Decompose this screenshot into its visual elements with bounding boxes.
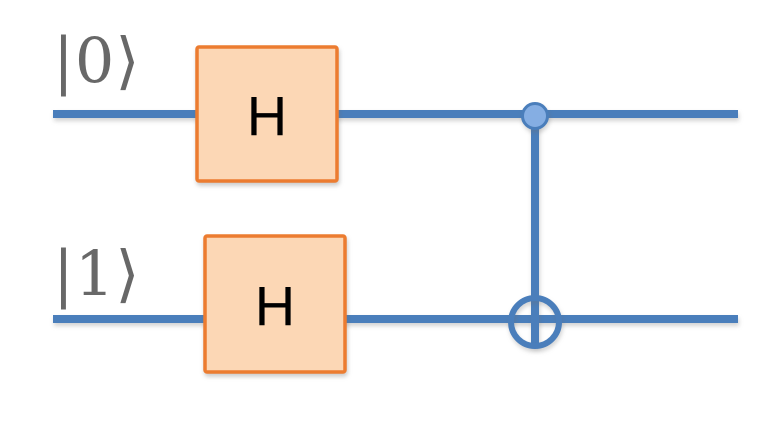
hadamard-gate-q1 [203, 234, 347, 374]
hadamard-gate-q0-label: H [247, 85, 287, 148]
qubit1-label: |1⟩ [53, 237, 141, 310]
hadamard-gate-q0 [195, 45, 339, 183]
cnot-target-icon [508, 295, 562, 349]
hadamard-gate-q1-label: H [255, 275, 295, 338]
qubit0-label: |0⟩ [53, 24, 141, 97]
cnot-control-dot-icon [521, 102, 549, 130]
